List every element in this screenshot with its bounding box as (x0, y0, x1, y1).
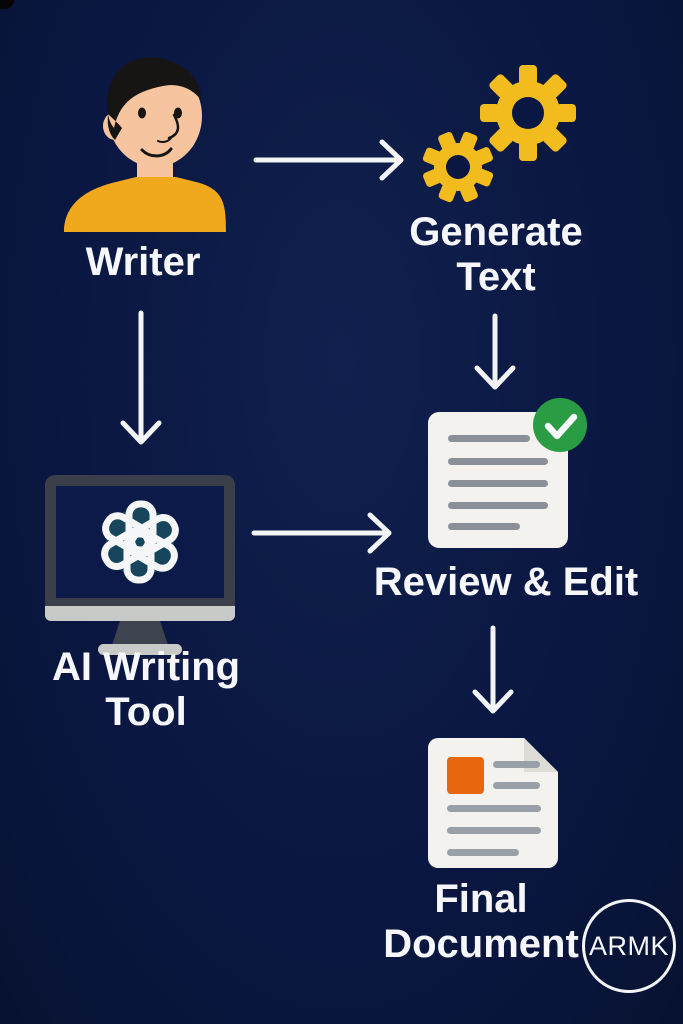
arrow-generate-to-review (474, 313, 516, 390)
monitor-base (98, 644, 182, 655)
arrow-writer-to-generate (253, 139, 404, 181)
gear-small (422, 131, 494, 203)
document-check-icon (428, 398, 587, 548)
gears-icon (422, 65, 576, 203)
orange-image-block (447, 757, 484, 794)
review-document-lines (448, 435, 548, 530)
arrow-writer-to-tool (120, 310, 162, 445)
final-document-lines (447, 761, 541, 856)
writer-label: Writer (85, 240, 201, 284)
nose (167, 113, 180, 140)
armk-logo-text: ARMK (588, 930, 669, 961)
monitor-bezel (45, 606, 235, 621)
monitor-openai-icon (45, 475, 235, 655)
review-edit-label: Review & Edit (373, 560, 639, 604)
ai-writing-tool-label: AI Writing Tool (51, 645, 241, 734)
generate-text-label: Generate Text (409, 210, 583, 299)
writer-person-icon (64, 57, 226, 232)
document-final-icon (428, 738, 558, 868)
check-icon (544, 413, 578, 440)
mouth (140, 147, 173, 158)
left-eye (138, 107, 146, 119)
final-document-label: Final Document (383, 877, 579, 966)
hair (107, 57, 201, 141)
arrow-review-to-final (472, 625, 514, 714)
shirt (64, 177, 226, 232)
gear-large (480, 65, 576, 161)
armk-logo: ARMK (582, 899, 676, 993)
right-eye (174, 107, 182, 119)
arrow-tool-to-review (251, 512, 392, 554)
openai-logo-icon (101, 500, 179, 584)
monitor-stand (112, 621, 168, 645)
check-circle (533, 398, 587, 452)
corner-artifact (0, 0, 14, 9)
chin-line (157, 137, 172, 143)
